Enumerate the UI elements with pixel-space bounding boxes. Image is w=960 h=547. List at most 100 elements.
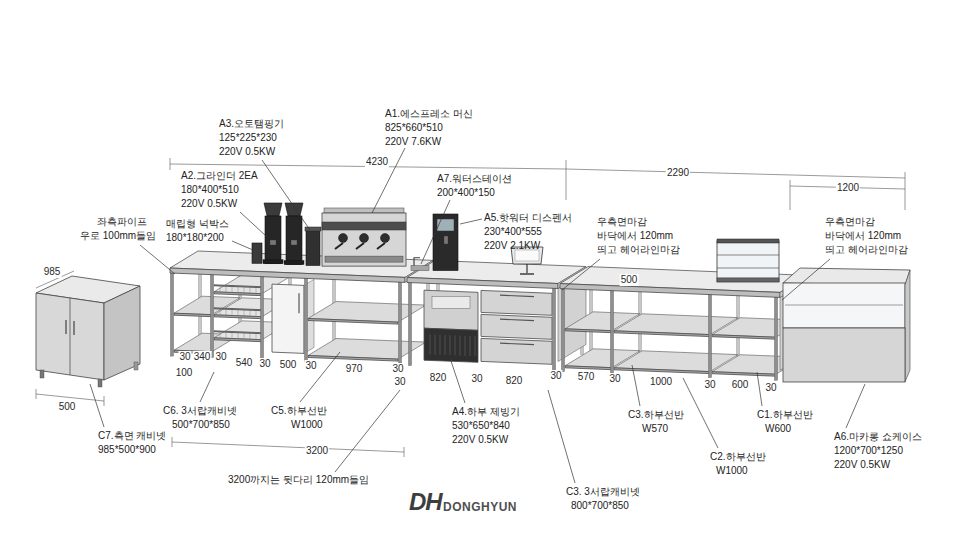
basket-wire — [232, 332, 233, 338]
callout-text: C6. 3서랍캐비넷 — [163, 405, 237, 417]
front-leg — [611, 291, 614, 374]
dimension-value: 820 — [429, 372, 448, 384]
espresso-panel — [322, 222, 406, 230]
dimension-line — [104, 396, 105, 406]
grinder-base — [284, 261, 304, 265]
ice-grille — [455, 335, 456, 355]
dimension-value: 30 — [258, 358, 271, 370]
callout-text: W1000 — [291, 419, 323, 431]
ice-grille — [450, 335, 451, 355]
callout-text: 180*180*200 — [166, 232, 224, 244]
callout-text: C2.하부선반 — [710, 451, 766, 463]
drawer-front — [481, 338, 552, 364]
leader-line — [548, 390, 575, 483]
cabinet-leg — [134, 362, 138, 370]
group-head — [381, 234, 390, 243]
leader-line — [683, 378, 718, 448]
leader-line — [240, 212, 266, 236]
callout-text: 500*700*850 — [172, 419, 230, 431]
callout-text: 띄고 헤어라인마감 — [825, 244, 908, 256]
callout-text: 800*700*850 — [571, 500, 629, 512]
under-shelf — [565, 366, 612, 370]
under-shelf — [712, 372, 776, 377]
dimension-line — [172, 442, 404, 452]
ice-grille — [460, 336, 461, 356]
ice-grille — [475, 336, 476, 356]
basket-wire — [232, 309, 233, 315]
brand-name: DONGHYUN — [443, 500, 517, 514]
leader-line — [300, 352, 340, 402]
ice-grille — [435, 335, 436, 355]
dimension-value: 30 — [470, 373, 483, 385]
under-shelf — [174, 313, 212, 317]
basket-front — [214, 308, 262, 311]
basket-wire — [232, 286, 233, 292]
dimension-line — [172, 437, 173, 447]
callout-text: 230*400*555 — [484, 226, 542, 238]
basket-wire — [256, 310, 257, 316]
counter-illustration — [36, 203, 910, 387]
grinder-spout — [291, 240, 297, 245]
cabinet-leg — [40, 370, 44, 378]
dimension-value: 30 — [703, 379, 716, 391]
callout-text: C7.측면 캐비넷 — [98, 430, 166, 442]
drawer-handle — [500, 343, 534, 344]
callout-text: A3.오토탬핑기 — [219, 118, 284, 130]
ice-machine-top — [424, 290, 478, 330]
callout-text: W600 — [765, 423, 791, 435]
callout-text: C3. 3서랍캐비넷 — [566, 486, 640, 498]
pos-stand — [520, 273, 534, 274]
cake-display-base — [717, 278, 779, 282]
ice-grille — [430, 334, 431, 354]
dispenser-panel — [437, 219, 454, 231]
cabinet-front — [36, 293, 104, 380]
basket-wire — [244, 287, 245, 293]
ice-machine-panel — [432, 296, 470, 308]
ice-grille — [465, 336, 466, 356]
callout-text: 530*650*840 — [452, 420, 510, 432]
callout-text: C1.하부선반 — [757, 409, 813, 421]
front-leg — [562, 289, 565, 372]
showcase-base — [783, 328, 905, 382]
callout-text: A7.워터스테이션 — [437, 173, 512, 185]
dimension-value: 985 — [43, 266, 62, 278]
leader-line — [846, 384, 865, 428]
dimension-value: 30 — [304, 360, 317, 372]
basket-front — [214, 285, 262, 288]
front-leg — [211, 275, 214, 358]
ice-grille — [440, 335, 441, 355]
dimension-value: 30 — [549, 370, 562, 382]
leader-line — [90, 384, 104, 427]
under-shelf — [565, 329, 612, 333]
callout-text: 우측면마감 — [825, 216, 875, 228]
dispenser-spout — [444, 236, 448, 244]
dimension-value: 540 — [235, 357, 254, 369]
callout-text: 220V 7.6KW — [385, 136, 441, 148]
sink — [411, 266, 429, 271]
leader-line — [757, 372, 762, 406]
drip-tray — [325, 256, 403, 262]
callout-text: 바닥에서 120mm — [825, 230, 901, 242]
basket-wire — [256, 333, 257, 339]
callout-text: 985*500*900 — [98, 444, 156, 456]
front-leg — [553, 288, 556, 371]
front-leg — [709, 295, 712, 378]
callout-text: A2.그라인더 2EA — [181, 170, 258, 182]
under-shelf — [614, 331, 710, 337]
callout-text: 825*660*510 — [385, 122, 443, 134]
portafilter — [377, 243, 385, 249]
callout-text: 220V 0.5KW — [181, 198, 237, 210]
front-leg — [399, 282, 402, 365]
basket-wire — [250, 333, 251, 339]
dimension-value: 970 — [345, 363, 364, 375]
basket-wire — [220, 309, 221, 315]
callout-text: A5.핫워터 디스펜서 — [484, 212, 572, 224]
dimension-value: 340 — [193, 351, 212, 363]
basket-wire — [226, 286, 227, 292]
callout-text: 좌측파이프 — [97, 216, 147, 228]
faucet — [414, 258, 420, 266]
basket-wire — [220, 332, 221, 338]
leader-line — [335, 390, 400, 472]
basket-front — [214, 331, 262, 334]
basket-wire — [220, 286, 221, 292]
